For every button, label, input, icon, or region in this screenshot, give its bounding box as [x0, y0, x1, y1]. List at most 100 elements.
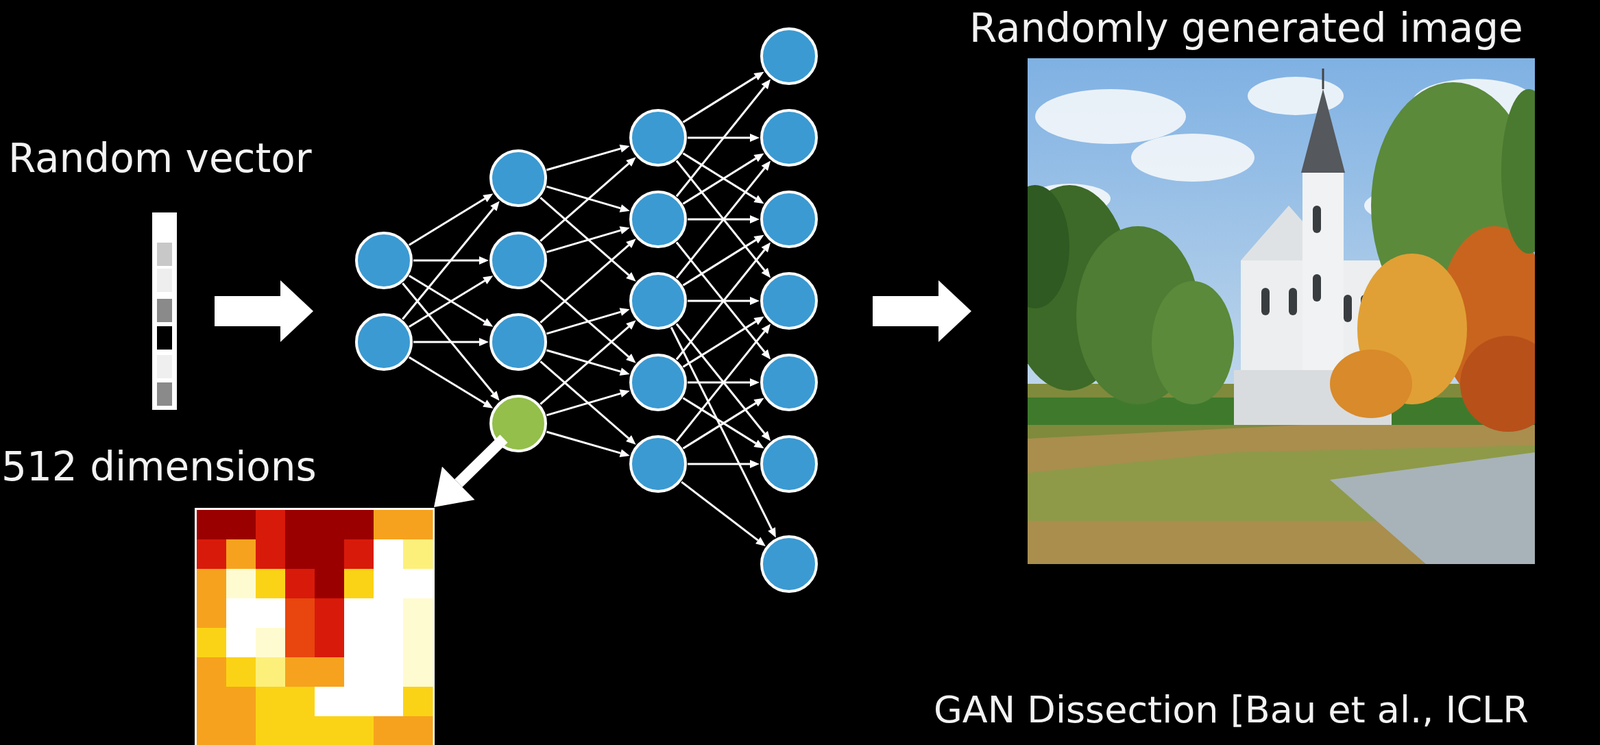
heatmap-border: [194, 507, 435, 745]
arrow-head: [490, 390, 500, 402]
neuron: [761, 355, 817, 410]
arrow-head: [619, 367, 630, 376]
heatmap-cell: [196, 657, 227, 688]
random-vector: [152, 212, 177, 410]
heatmap-cell: [255, 568, 286, 600]
vector-cell: [156, 298, 173, 323]
arrow-head: [755, 537, 766, 547]
neuron: [761, 536, 817, 592]
heatmap-cell: [285, 686, 316, 718]
heatmap-cell: [403, 686, 434, 718]
arrow-head: [479, 256, 489, 265]
water: [1329, 452, 1535, 565]
heatmap-cell: [196, 627, 227, 659]
heatmap-cell: [314, 686, 345, 718]
heatmap-cell: [373, 568, 404, 600]
connection-line: [687, 218, 750, 221]
connection-line: [676, 242, 765, 353]
heatmap-cell: [344, 657, 375, 688]
arrow-head: [625, 435, 636, 445]
arrow-head: [490, 200, 500, 212]
arrow-head: [753, 235, 764, 244]
connection-line: [671, 327, 772, 530]
arrow-head: [761, 268, 771, 279]
sky: [1027, 58, 1535, 565]
arrow-head: [749, 296, 760, 306]
heatmap-cell: [226, 657, 257, 688]
arrow-head: [625, 156, 636, 167]
arrow-head: [479, 337, 489, 347]
heatmap-cell: [226, 539, 257, 570]
heatmap-cell: [226, 686, 257, 718]
connection-line: [546, 148, 621, 171]
connection-line: [676, 161, 765, 271]
tree: [1501, 89, 1535, 254]
church-window: [1343, 294, 1352, 323]
arrow-head: [753, 316, 764, 325]
connection-line: [682, 158, 756, 204]
heatmap-cell: [285, 716, 316, 745]
heatmap-cell: [196, 686, 227, 718]
heatmap-cell: [373, 657, 404, 688]
arrow-head: [753, 440, 764, 449]
heatmap-cell: [373, 716, 404, 745]
field: [1027, 411, 1535, 565]
heatmap-cell: [226, 568, 257, 600]
heatmap-cell: [373, 686, 404, 718]
heatmap-cell: [344, 598, 375, 629]
heatmap-cell: [285, 657, 316, 688]
arrow-head: [482, 275, 493, 284]
heatmap-cell: [196, 510, 227, 541]
heatmap-cell: [403, 598, 434, 629]
heatmap-cell: [373, 598, 404, 629]
block-arrow: [872, 280, 972, 343]
connection-line: [409, 281, 486, 327]
connection-line: [540, 245, 629, 323]
cloud: [1131, 133, 1255, 182]
neuron: [490, 150, 546, 206]
heatmap-cell: [226, 627, 257, 659]
heatmap-cell: [314, 716, 345, 745]
heatmap-cell: [373, 539, 404, 570]
connection-line: [540, 279, 629, 357]
vector-cell: [156, 382, 173, 406]
arrow-head: [761, 349, 771, 360]
connection-line: [682, 239, 756, 286]
arrow-head: [619, 449, 630, 458]
arrow-head: [625, 320, 636, 330]
heatmap-cell: [255, 657, 286, 688]
heatmap-cell: [285, 568, 316, 600]
neuron: [630, 436, 686, 492]
arrow-head: [749, 459, 760, 469]
neuron: [630, 273, 686, 329]
arrow-head: [625, 353, 636, 364]
heatmap-cell: [196, 568, 227, 600]
arrow-head: [749, 133, 760, 142]
arrow-head: [482, 399, 493, 408]
connection-line: [540, 361, 629, 439]
vector-cell: [156, 355, 173, 379]
heatmap-cell: [314, 539, 345, 570]
neuron: [761, 273, 817, 329]
heatmap: [194, 507, 435, 745]
connection-line: [682, 76, 756, 123]
cloud: [1247, 76, 1344, 116]
neuron: [761, 28, 817, 84]
heatmap-cell: [255, 539, 286, 570]
connection-line: [687, 300, 750, 303]
heatmap-cell: [344, 510, 375, 541]
connection-line: [413, 259, 480, 262]
heatmap-cell: [285, 598, 316, 629]
text-label: Random vector: [8, 135, 312, 182]
connection-line: [409, 198, 486, 246]
arrow-head: [753, 153, 764, 162]
neuron: [356, 314, 412, 370]
arrow-head: [619, 144, 630, 153]
arrow-head: [619, 204, 630, 213]
neuron: [356, 233, 412, 288]
heatmap-cell: [344, 568, 375, 600]
tree: [1460, 335, 1535, 432]
connection-line: [540, 326, 629, 405]
heatmap-cell: [403, 657, 434, 688]
